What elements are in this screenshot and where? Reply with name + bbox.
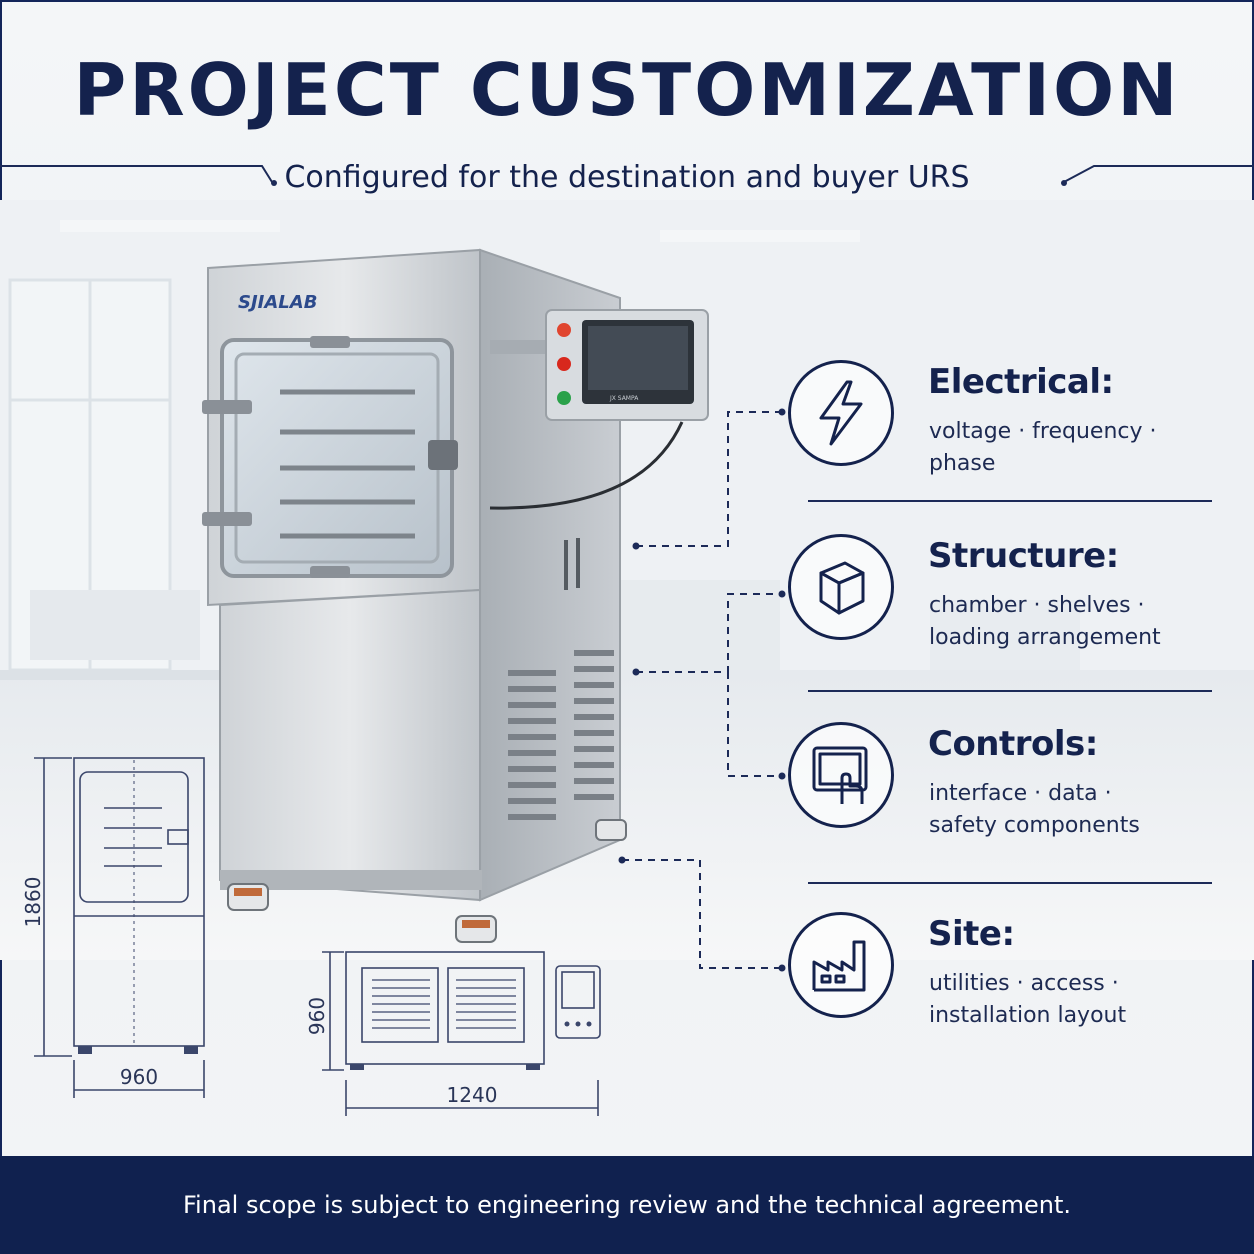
footer-banner: Final scope is subject to engineering re… — [0, 1156, 1254, 1254]
footer-note: Final scope is subject to engineering re… — [183, 1191, 1071, 1219]
feature-divider — [808, 500, 1212, 502]
feature-electrical: Electrical: voltage · frequency · phase — [788, 360, 1228, 510]
feature-desc-line: safety components — [929, 813, 1140, 838]
lightning-bolt-icon — [788, 360, 894, 466]
feature-desc-line: installation layout — [929, 1003, 1127, 1028]
freeze-dryer-machine: SJIALAB JX SAMPA — [202, 248, 709, 943]
feature-label: Controls: — [928, 724, 1098, 764]
feature-desc-line: utilities · access · — [929, 971, 1119, 996]
feature-site: Site: utilities · access · installation … — [788, 912, 1228, 1062]
dimension-front-width: 960 — [120, 1065, 158, 1089]
page-title: PROJECT CUSTOMIZATION — [73, 48, 1181, 132]
feature-divider — [808, 882, 1212, 884]
dimension-top-depth: 960 — [305, 997, 329, 1035]
feature-label: Electrical: — [928, 362, 1114, 402]
cube-icon — [788, 534, 894, 640]
feature-desc-line: chamber · shelves · — [929, 593, 1145, 618]
dimension-top-width: 1240 — [447, 1083, 498, 1107]
panel-label: JX SAMPA — [609, 395, 639, 402]
factory-icon — [788, 912, 894, 1018]
page-subtitle: Configured for the destination and buyer… — [284, 160, 970, 195]
touchscreen-hand-icon — [788, 722, 894, 828]
feature-divider — [808, 690, 1212, 692]
feature-desc-line: voltage · frequency · phase — [929, 419, 1157, 476]
feature-controls: Controls: interface · data · safety comp… — [788, 722, 1228, 872]
feature-label: Structure: — [928, 536, 1119, 576]
feature-description: utilities · access · installation layout — [929, 968, 1229, 1032]
feature-description: voltage · frequency · phase — [929, 416, 1229, 480]
feature-structure: Structure: chamber · shelves · loading a… — [788, 534, 1228, 684]
feature-description: chamber · shelves · loading arrangement — [929, 590, 1229, 654]
feature-desc-line: interface · data · — [929, 781, 1112, 806]
brand-logo: SJIALAB — [238, 292, 317, 313]
subtitle-decor-lines — [0, 165, 1254, 186]
feature-description: interface · data · safety components — [929, 778, 1229, 842]
subtitle-band: Configured for the destination and buyer… — [0, 158, 1254, 208]
dimension-front-height: 1860 — [21, 877, 45, 928]
feature-label: Site: — [928, 914, 1015, 954]
feature-desc-line: loading arrangement — [929, 625, 1161, 650]
